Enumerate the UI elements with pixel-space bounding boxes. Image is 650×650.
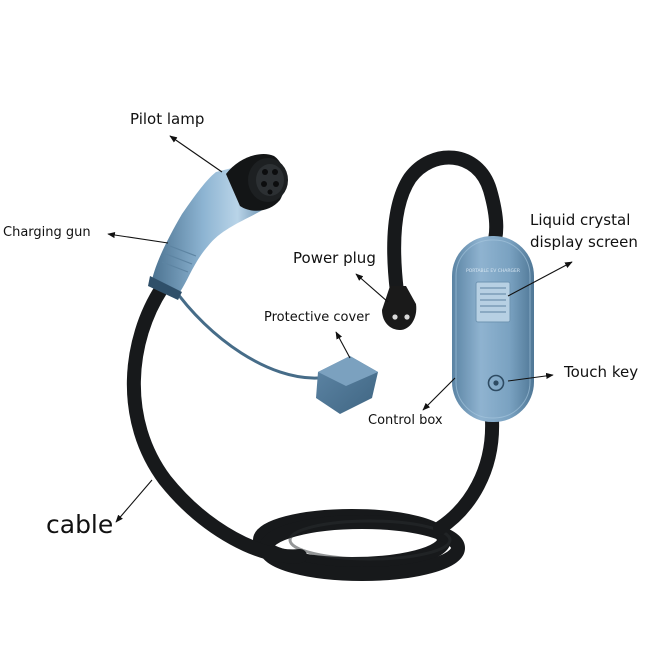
cover-tether <box>170 285 319 380</box>
power-plug-arrow <box>355 273 389 303</box>
touch-key-arrow <box>507 372 554 382</box>
cable-arrow <box>115 479 153 523</box>
control-box: PORTABLE EV CHARGER <box>452 236 534 422</box>
touch-key <box>487 374 505 392</box>
lcd-label-line2: display screen <box>530 233 638 251</box>
charging-gun-arrow <box>107 231 169 244</box>
protective-cover <box>316 356 378 414</box>
charging-gun <box>148 154 288 300</box>
control-box-arrow <box>422 377 456 411</box>
protective-cover-label: Protective cover <box>264 310 370 325</box>
cable-box-to-coil <box>433 413 500 535</box>
lcd-arrow <box>507 261 573 297</box>
charging-gun-label: Charging gun <box>3 225 91 240</box>
cable-label: cable <box>46 510 114 539</box>
pilot-lamp-label: Pilot lamp <box>130 110 205 128</box>
power-plug-label: Power plug <box>293 249 376 267</box>
lcd-label-line1: Liquid crystal <box>530 211 631 229</box>
cable-gun-to-coil <box>126 281 307 564</box>
pilot-lamp-arrow <box>169 135 223 173</box>
touch-key-label: Touch key <box>564 363 639 381</box>
cable-plug-to-box <box>387 150 504 299</box>
protective-cover-arrow <box>335 331 351 359</box>
control-box-brand: PORTABLE EV CHARGER <box>466 268 520 274</box>
leader-arrows <box>107 135 573 523</box>
cable-coil <box>253 509 465 581</box>
power-plug <box>382 286 417 330</box>
control-box-label: Control box <box>368 413 443 428</box>
